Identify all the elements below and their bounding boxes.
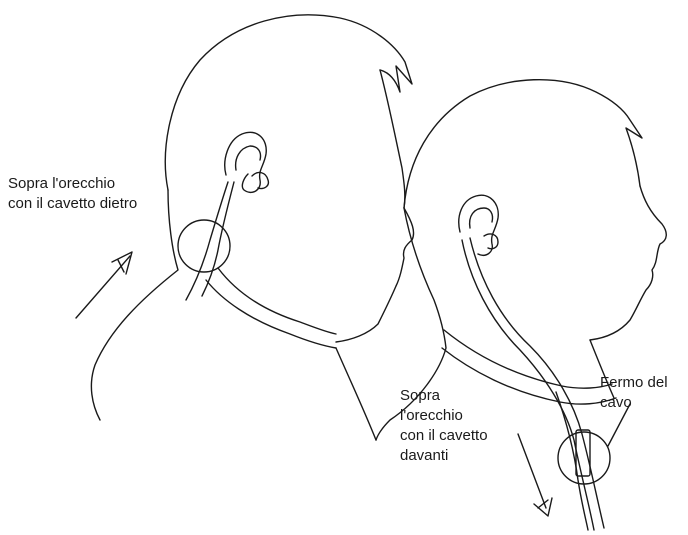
label-over-ear-behind-line2: con il cavetto dietro [8, 194, 137, 214]
label-over-ear-front-line2: l'orecchio [400, 406, 488, 426]
label-over-ear-behind-line1: Sopra l'orecchio [8, 174, 137, 194]
label-over-ear-front-line1: Sopra [400, 386, 488, 406]
label-over-ear-front: Sopra l'orecchio con il cavetto davanti [400, 386, 488, 466]
head-left [76, 15, 414, 440]
label-over-ear-behind: Sopra l'orecchio con il cavetto dietro [8, 174, 137, 214]
label-cable-clip: Fermo del cavo [600, 373, 668, 413]
label-cable-clip-line2: cavo [600, 393, 668, 413]
label-cable-clip-line1: Fermo del [600, 373, 668, 393]
label-over-ear-front-line3: con il cavetto [400, 426, 488, 446]
label-over-ear-front-line4: davanti [400, 446, 488, 466]
